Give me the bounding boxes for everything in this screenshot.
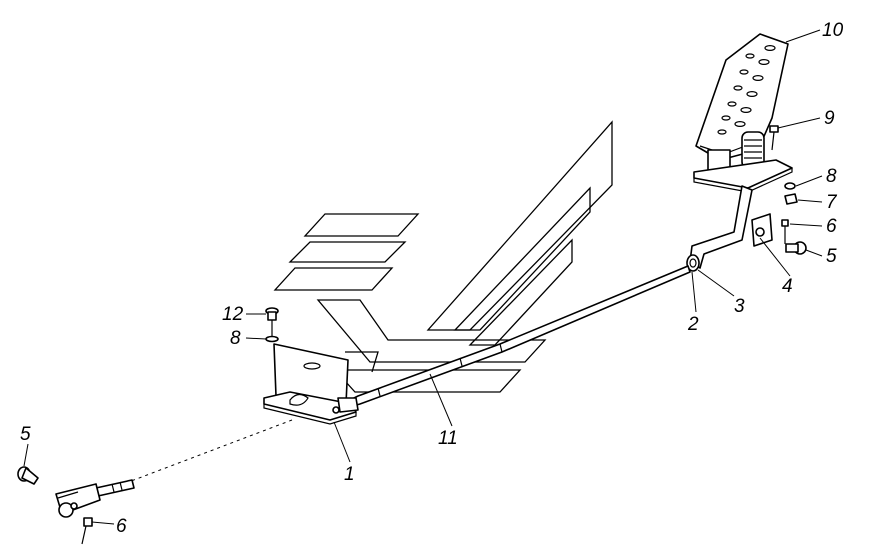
- leader-lines: [23, 29, 823, 525]
- pin-6-right: [781, 219, 789, 244]
- pin-5-left: [17, 466, 39, 485]
- cable-end-nut: [686, 254, 700, 272]
- pedal-hinge-spring: [707, 131, 765, 171]
- callout-6-right: 6: [826, 216, 837, 237]
- washer-8-right: [784, 182, 796, 190]
- callout-1: 1: [344, 464, 355, 485]
- callout-8-left: 8: [230, 328, 241, 349]
- accelerator-cable: [345, 265, 691, 409]
- cable-bracket: [263, 343, 359, 425]
- callout-2: 2: [687, 314, 699, 335]
- callout-10: 10: [822, 20, 844, 41]
- callout-5-right: 5: [826, 246, 837, 267]
- pin-6-left: [81, 517, 93, 545]
- pedal-lever-arm: [689, 185, 773, 269]
- callout-8-right: 8: [826, 166, 837, 187]
- callout-labels: 10 9 8 7 6 5 4 3 2 11 1 12 8 5 6: [20, 20, 844, 537]
- callout-6-left: 6: [116, 516, 127, 537]
- callout-9: 9: [824, 108, 835, 129]
- callout-11: 11: [438, 428, 458, 449]
- watermark-logo: [273, 120, 613, 393]
- bolt-12: [265, 307, 279, 336]
- callout-5-left: 5: [20, 424, 31, 445]
- bolt-9: [769, 125, 779, 151]
- nut-7: [784, 193, 798, 205]
- washer-8-left: [265, 335, 279, 343]
- inner-cable-dashed: [117, 419, 293, 487]
- left-clevis-rod: [55, 479, 135, 518]
- pin-5-right: [785, 241, 807, 255]
- callout-4: 4: [782, 276, 793, 297]
- callout-12: 12: [222, 304, 244, 325]
- accelerator-pedal: [695, 33, 789, 161]
- callout-7: 7: [826, 192, 838, 213]
- callout-3: 3: [734, 296, 745, 317]
